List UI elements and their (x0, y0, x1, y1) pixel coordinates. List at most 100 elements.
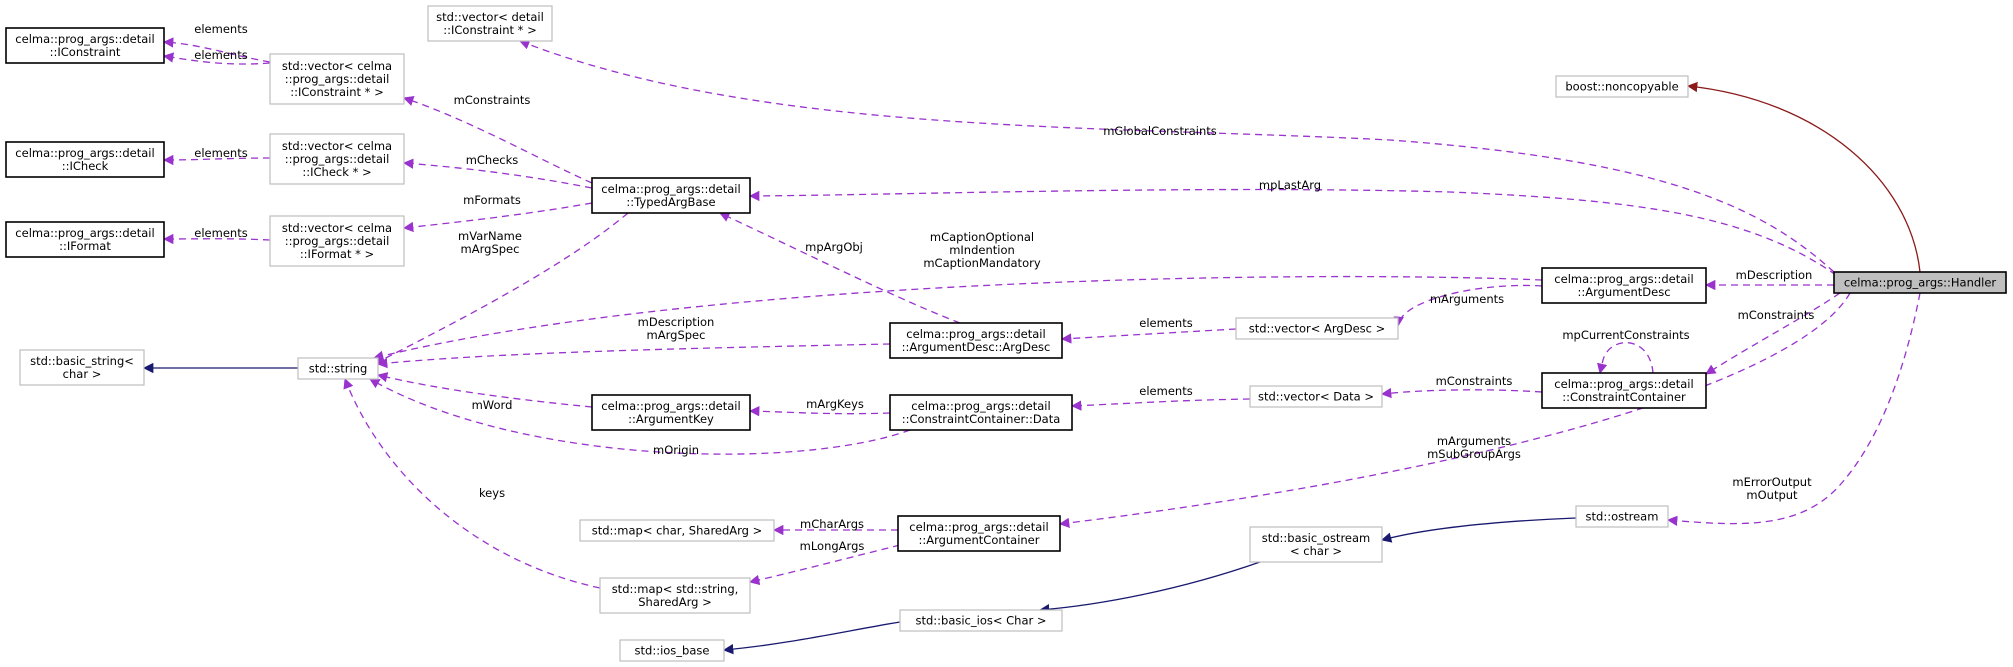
class-node-argument-key[interactable]: celma::prog_args::detail::ArgumentKey (591, 394, 751, 431)
edge-label-elements-3: elements (194, 146, 247, 160)
class-node-constraint-container[interactable]: celma::prog_args::detail::ConstraintCont… (1541, 372, 1707, 409)
class-node-label: std::vector< Data > (1258, 390, 1374, 404)
edge-label-mArguments-2: mArguments (1437, 434, 1511, 448)
edge-label-mConstraints-2: mConstraints (1436, 374, 1513, 388)
edge-label-mDescription-2: mDescription (1736, 268, 1813, 282)
usage-arrow-7 (519, 39, 1835, 273)
usage-arrow-6 (402, 202, 593, 233)
class-node-label: std::string (309, 362, 368, 376)
class-node-label: std::vector< celma (282, 59, 392, 73)
inheritance-arrow-29 (1380, 517, 1577, 543)
usage-arrow-21 (376, 343, 891, 369)
class-node-label: ::prog_args::detail (285, 234, 390, 248)
usage-arrow-25 (748, 406, 891, 417)
class-node-argument-desc[interactable]: celma::prog_args::detail::ArgumentDesc (1541, 267, 1707, 304)
class-node-label: < char > (1290, 544, 1342, 558)
class-node-vec-icheck[interactable]: std::vector< celma::prog_args::detail::I… (269, 133, 405, 185)
edge-label-mOrigin: mOrigin (653, 443, 699, 457)
class-node-basic-string[interactable]: std::basic_string<char > (19, 349, 145, 386)
edge-label-mpLastArg: mpLastArg (1259, 178, 1321, 192)
class-node-vec-argdesc[interactable]: std::vector< ArgDesc > (1235, 317, 1399, 340)
edge-label-mCaption: mCaptionMandatory (923, 256, 1040, 270)
class-node-label: celma::prog_args::Handler (1844, 276, 1997, 290)
class-node-label: std::vector< celma (282, 139, 392, 153)
class-node-string[interactable]: std::string (297, 357, 379, 380)
usage-arrow-2 (162, 154, 271, 166)
class-node-label: celma::prog_args::detail (909, 520, 1048, 534)
class-node-label: ::ICheck (62, 159, 109, 173)
usage-arrow-12 (1705, 292, 1841, 375)
class-node-label: ::IFormat (59, 239, 111, 253)
class-node-vec-iconstraint-ptr[interactable]: std::vector< detail::IConstraint * > (427, 5, 553, 42)
edge-label-mArgKeys: mArgKeys (806, 397, 864, 411)
class-node-vec-iformat[interactable]: std::vector< celma::prog_args::detail::I… (269, 215, 405, 267)
class-node-vec-iconstraint-full[interactable]: std::vector< celma::prog_args::detail::I… (269, 53, 405, 105)
class-node-label: std::ostream (1586, 510, 1659, 524)
class-node-label: std::map< std::string, (612, 582, 739, 596)
edge-label-keys: keys (479, 486, 505, 500)
class-node-iformat[interactable]: celma::prog_args::detail::IFormat (5, 221, 165, 258)
class-node-cc-data[interactable]: celma::prog_args::detail::ConstraintCont… (889, 394, 1073, 431)
class-node-label: celma::prog_args::detail (601, 399, 740, 413)
edge-label-mConstraints-3: mConstraints (1738, 308, 1815, 322)
class-node-label: std::vector< detail (436, 10, 544, 24)
class-node-label: celma::prog_args::detail (15, 32, 154, 46)
edge-label-mCaption: mCaptionOptional (930, 230, 1034, 244)
edge-label-mCaption: mIndention (949, 243, 1015, 257)
class-node-argdesc[interactable]: celma::prog_args::detail::ArgumentDesc::… (889, 322, 1063, 359)
edge-label-mDescription-1: mArgSpec (647, 328, 706, 342)
inheritance-arrow-32 (1686, 81, 1921, 273)
usage-arrow-23 (369, 378, 911, 455)
usage-arrow-22 (376, 372, 593, 408)
class-node-basic-ios[interactable]: std::basic_ios< Char > (899, 609, 1063, 632)
class-node-label: ::ArgumentContainer (918, 533, 1039, 547)
edge-label-mFormats: mFormats (463, 193, 521, 207)
class-node-label: celma::prog_args::detail (15, 146, 154, 160)
class-node-label: ::ConstraintContainer::Data (902, 412, 1061, 426)
edge-label-mArguments-2: mSubGroupArgs (1427, 447, 1521, 461)
edge-label-mGlobalConstraints: mGlobalConstraints (1103, 124, 1217, 138)
class-node-handler[interactable]: celma::prog_args::Handler (1833, 271, 2007, 294)
class-node-icheck[interactable]: celma::prog_args::detail::ICheck (5, 141, 165, 178)
class-node-vec-data[interactable]: std::vector< Data > (1249, 385, 1383, 408)
edge-label-elements-6: elements (1139, 384, 1192, 398)
class-node-label: celma::prog_args::detail (911, 399, 1050, 413)
usage-arrow-17 (1666, 292, 1921, 526)
edge-label-mVarName: mVarName (458, 229, 522, 243)
edge-label-mLongArgs: mLongArgs (800, 539, 865, 553)
class-node-map-string[interactable]: std::map< std::string,SharedArg > (599, 577, 751, 614)
usage-arrow-13 (1380, 387, 1543, 399)
usage-arrow-3 (162, 233, 271, 245)
class-node-basic-ostream[interactable]: std::basic_ostream< char > (1249, 526, 1383, 563)
class-node-label: char > (63, 367, 102, 381)
edge-label-elements-1: elements (194, 22, 247, 36)
edge-label-mpCurrentConstraints: mpCurrentConstraints (1562, 328, 1689, 342)
class-node-label: std::basic_ostream (1262, 531, 1371, 545)
class-node-ostream[interactable]: std::ostream (1575, 505, 1669, 528)
class-node-label: std::vector< ArgDesc > (1249, 322, 1386, 336)
usage-arrow-19 (372, 275, 1543, 361)
class-node-arg-container[interactable]: celma::prog_args::detail::ArgumentContai… (897, 515, 1061, 552)
class-node-map-char[interactable]: std::map< char, SharedArg > (579, 519, 775, 542)
class-node-label: celma::prog_args::detail (1554, 272, 1693, 286)
class-node-label: celma::prog_args::detail (15, 226, 154, 240)
usage-arrow-18 (719, 212, 961, 324)
class-node-label: std::vector< celma (282, 221, 392, 235)
class-node-label: ::ArgumentDesc (1577, 285, 1670, 299)
class-node-label: std::basic_string< (30, 354, 134, 368)
class-node-noncopyable[interactable]: boost::noncopyable (1555, 75, 1689, 98)
usage-arrow-10 (1393, 284, 1543, 328)
class-node-ios-base[interactable]: std::ios_base (619, 639, 725, 662)
edge-label-elements-2: elements (194, 48, 247, 62)
class-node-iconstraint[interactable]: celma::prog_args::detail::IConstraint (5, 27, 165, 64)
usage-arrow-16 (1058, 292, 1851, 529)
edge-label-mpArgObj: mpArgObj (805, 240, 863, 254)
edge-label-mWord: mWord (472, 398, 513, 412)
class-node-typed-arg-base[interactable]: celma::prog_args::detail::TypedArgBase (591, 177, 751, 214)
class-node-label: SharedArg > (638, 595, 711, 609)
class-node-label: ::TypedArgBase (626, 195, 715, 209)
edge-label-mArguments-1: mArguments (1430, 292, 1504, 306)
edge-label-mCharArgs: mCharArgs (800, 517, 864, 531)
class-node-label: celma::prog_args::detail (906, 327, 1045, 341)
